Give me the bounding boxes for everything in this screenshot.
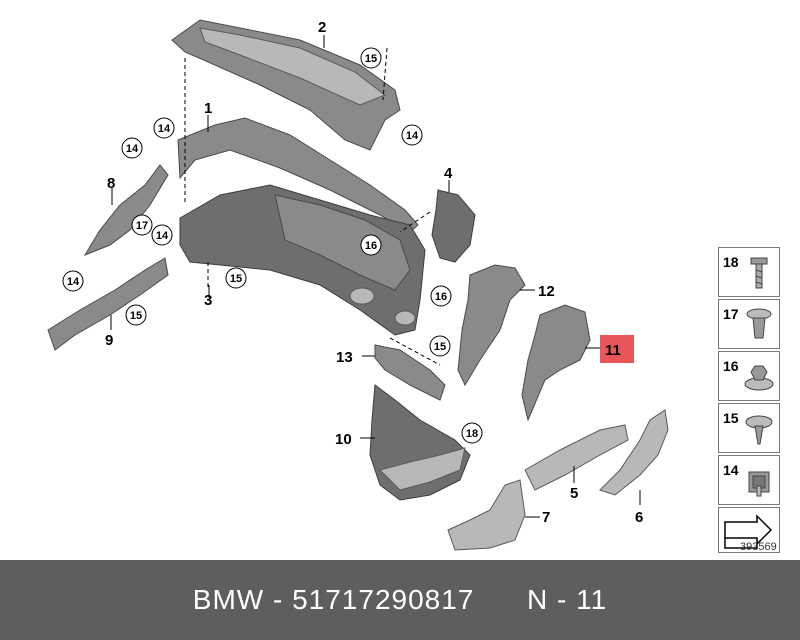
- circle-callout-15: 15: [125, 304, 147, 326]
- part-6-duct: [599, 409, 669, 496]
- circle-callout-16: 16: [360, 234, 382, 256]
- svg-text:14: 14: [126, 143, 139, 155]
- part-11-wheel-arch-trim: [521, 304, 591, 422]
- svg-text:15: 15: [230, 273, 242, 285]
- callout-10: 10: [335, 431, 352, 448]
- circle-callout-16: 16: [430, 285, 452, 307]
- svg-text:16: 16: [435, 291, 447, 303]
- svg-text:15: 15: [130, 310, 142, 322]
- legend-number: 17: [723, 306, 739, 322]
- svg-text:15: 15: [434, 341, 446, 353]
- legend-item-14[interactable]: 14: [718, 455, 780, 505]
- callout-12: 12: [538, 283, 555, 300]
- circle-callout-17: 17: [131, 214, 153, 236]
- legend-number: 16: [723, 358, 739, 374]
- expanding-rivet-icon: [746, 308, 772, 339]
- svg-text:14: 14: [158, 123, 171, 135]
- legend-orientation-arrow: [718, 507, 780, 553]
- callout-5: 5: [570, 485, 578, 502]
- part-4-bracket: [431, 189, 476, 263]
- callout-labels: 2 1 4 8 3 9 12 13 10 5 7 6: [105, 19, 643, 526]
- callout-9: 9: [105, 332, 113, 349]
- circle-callout-14: 14: [153, 117, 175, 139]
- fastener-legend: 18 17 16 15 14: [718, 247, 780, 553]
- callout-2: 2: [318, 19, 326, 36]
- part-8-bracket: [83, 164, 169, 257]
- svg-text:18: 18: [466, 428, 478, 440]
- leader-lines: [110, 35, 641, 518]
- legend-number: 18: [723, 254, 739, 270]
- circle-callout-14: 14: [62, 270, 84, 292]
- footer-bar: BMW - 51717290817 N - 11: [0, 560, 800, 640]
- legend-number: 14: [723, 462, 739, 478]
- circled-callouts: 15 14 14 14 17 14 16 14 15 16 15 15 18: [62, 47, 483, 444]
- callout-1: 1: [204, 100, 212, 117]
- svg-text:14: 14: [156, 230, 169, 242]
- part-12-wheel-arch-trim: [457, 264, 526, 387]
- part-5-guide: [524, 424, 629, 491]
- legend-number: 15: [723, 410, 739, 426]
- part-3-wheel-arch-panel: [179, 184, 426, 336]
- callout-11-highlight[interactable]: 11: [600, 335, 634, 363]
- callout-4: 4: [444, 165, 453, 182]
- clip-nut-icon: [748, 471, 770, 497]
- callout-3: 3: [204, 292, 212, 309]
- circle-callout-18: 18: [461, 422, 483, 444]
- circle-callout-14: 14: [121, 137, 143, 159]
- hex-nut-icon: [744, 365, 774, 391]
- part-9-bracket: [47, 257, 169, 351]
- parts-diagram: 2 1 4 8 3 9 12 13 10 5 7 6 11 15 14 14 1…: [47, 19, 669, 551]
- diagram-code: 393569: [740, 541, 777, 553]
- part-7-bracket: [447, 479, 526, 551]
- push-clip-icon: [745, 415, 773, 445]
- callout-6: 6: [635, 509, 643, 526]
- screw-icon: [750, 257, 768, 289]
- legend-item-17[interactable]: 17: [718, 299, 780, 349]
- part-13-strip: [374, 344, 446, 401]
- legend-item-16[interactable]: 16: [718, 351, 780, 401]
- svg-text:14: 14: [67, 276, 80, 288]
- footer-text: BMW - 51717290817 N - 11: [192, 584, 608, 615]
- part-1-upper-rail: [177, 117, 419, 233]
- part-2-cowl-panel: [171, 19, 401, 151]
- callout-11: 11: [605, 342, 621, 359]
- callout-7: 7: [542, 509, 550, 526]
- callout-13: 13: [336, 349, 353, 366]
- svg-text:14: 14: [406, 130, 419, 142]
- circle-callout-15: 15: [360, 47, 382, 69]
- circle-callout-14: 14: [401, 124, 423, 146]
- circle-callout-14: 14: [151, 224, 173, 246]
- circle-callout-15: 15: [225, 267, 247, 289]
- callout-8: 8: [107, 175, 115, 192]
- svg-text:16: 16: [365, 240, 377, 252]
- svg-text:15: 15: [365, 53, 377, 65]
- legend-item-18[interactable]: 18: [718, 247, 780, 297]
- orientation-arrow-icon: [724, 514, 773, 549]
- circle-callout-15: 15: [429, 335, 451, 357]
- svg-text:17: 17: [136, 220, 148, 232]
- part-10-duct: [369, 384, 471, 501]
- legend-item-15[interactable]: 15: [718, 403, 780, 453]
